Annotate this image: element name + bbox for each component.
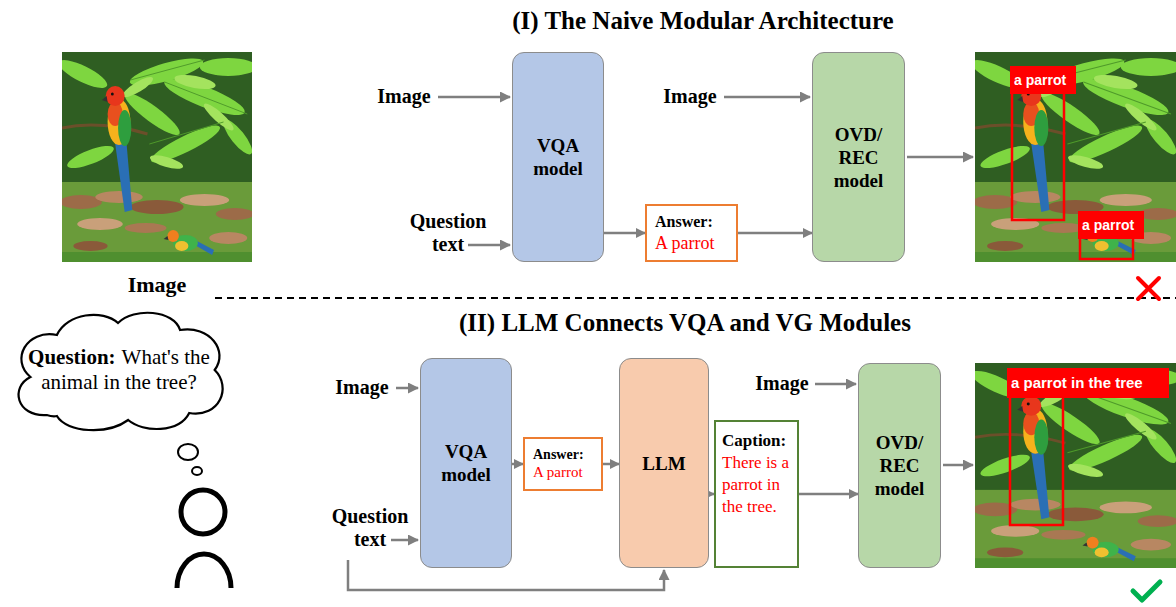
grounding-module-box: OVD/ REC model — [812, 52, 905, 262]
node-body-text: There is a parrot in the tree. — [722, 452, 791, 518]
node-text: Question: — [28, 345, 116, 369]
input-label: Question text — [404, 210, 492, 256]
success-check — [1133, 582, 1160, 600]
caption-box: Caption:There is a parrot in the tree. — [714, 420, 799, 568]
node-text: Answer: — [533, 446, 584, 463]
input-label: Question text — [326, 505, 414, 551]
flow-arrow — [512, 463, 523, 466]
bounding-boxes — [1010, 84, 1133, 525]
node-text: VQA model — [436, 440, 496, 486]
input-arrows — [348, 97, 973, 590]
node-body-text: A parrot — [533, 463, 584, 482]
thought-dots — [178, 444, 202, 475]
output-photo — [968, 52, 1176, 262]
fail-cross — [1138, 278, 1159, 299]
thought-cloud: Question:What's the animal in the tree? — [6, 305, 232, 435]
flow-arrow — [799, 493, 858, 496]
detection-tag: a parrot — [1010, 66, 1076, 94]
input-photo — [56, 52, 257, 262]
answer-box: Answer:A parrot — [645, 204, 738, 262]
input-label: Image — [372, 85, 436, 108]
vqa-module-box: VQA model — [420, 358, 512, 568]
llm-module-box: LLM — [619, 358, 709, 568]
input-label: Image — [330, 376, 394, 399]
panel-divider — [215, 297, 1176, 299]
cloud-outline — [19, 313, 223, 430]
flow-arrow — [604, 232, 645, 235]
node-text: a parrot — [1014, 72, 1066, 88]
node-text: OVD/ REC model — [829, 123, 889, 192]
input-label: Image — [750, 372, 814, 395]
node-text: VQA model — [528, 134, 588, 180]
flow-arrow — [603, 463, 619, 466]
node-text: a parrot — [1082, 217, 1134, 233]
input-label: Image — [658, 85, 722, 108]
detection-tag: a parrot in the tree — [1007, 368, 1169, 398]
node-text: Answer: — [655, 212, 714, 232]
image-caption: Image — [107, 272, 207, 298]
panel-title: (I) The Naive Modular Architecture — [403, 6, 1003, 36]
panel-title: (II) LLM Connects VQA and VG Modules — [385, 308, 985, 338]
output-photo — [968, 363, 1176, 568]
grounding-module-box: OVD/ REC model — [858, 363, 941, 568]
node-text: a parrot in the tree — [1011, 374, 1143, 392]
flow-arrow — [738, 232, 812, 235]
node-text: Caption: — [722, 430, 791, 452]
node-body-text: A parrot — [655, 232, 714, 254]
node-text: LLM — [642, 452, 685, 475]
detection-tag: a parrot — [1078, 211, 1144, 239]
node-text: OVD/ REC model — [870, 431, 930, 500]
answer-box: Answer:A parrot — [523, 437, 603, 491]
person-icon — [177, 490, 231, 588]
vqa-module-box: VQA model — [512, 52, 604, 262]
